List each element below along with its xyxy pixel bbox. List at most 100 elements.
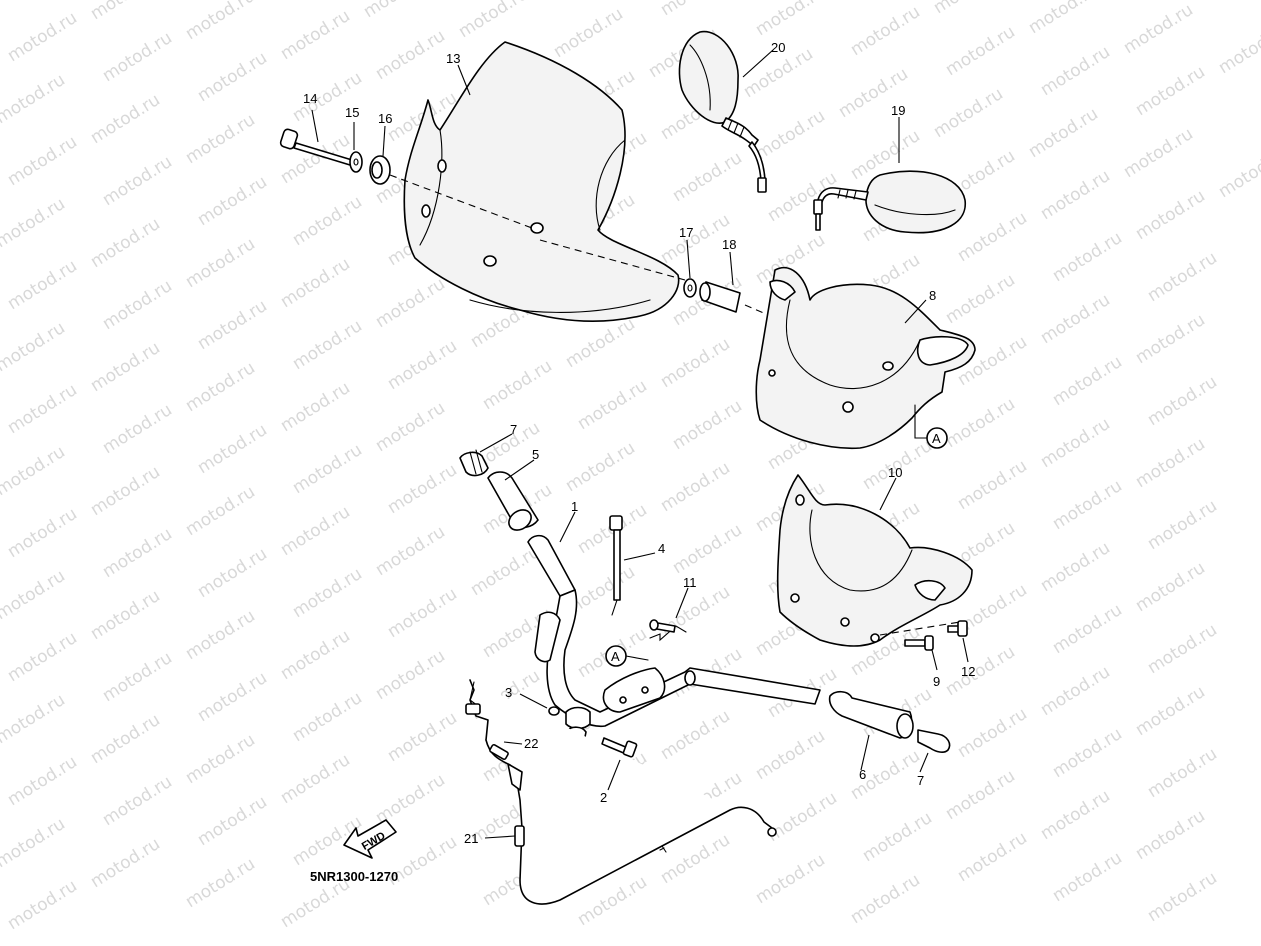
- watermark-text: motod.ru: [942, 22, 1019, 80]
- callout-3: 3: [505, 685, 512, 700]
- screw-9: [904, 635, 934, 651]
- cable-21: [465, 679, 777, 905]
- watermark-text: motod.ru: [1120, 0, 1197, 58]
- screen-side-axis: [539, 239, 686, 281]
- watermark-text: motod.ru: [752, 106, 829, 164]
- watermark-text: motod.ru: [1037, 166, 1114, 224]
- watermark-text: motod.ru: [1144, 868, 1221, 926]
- watermark-text: motod.ru: [847, 2, 924, 60]
- watermark-text: motod.ru: [752, 850, 829, 908]
- watermark-text: motod.ru: [277, 6, 354, 64]
- watermark-text: motod.ru: [87, 586, 164, 644]
- watermark-text: motod.ru: [99, 152, 176, 210]
- watermark-text: motod.ru: [1049, 228, 1126, 286]
- watermark-text: motod.ru: [99, 28, 176, 86]
- callout-16: 16: [378, 111, 392, 126]
- ref-marker-a-lower: A: [611, 649, 620, 664]
- watermark-text: motod.ru: [4, 504, 81, 562]
- watermark-text: motod.ru: [942, 270, 1019, 328]
- callout-2: 2: [600, 790, 607, 805]
- watermark-text: motod.ru: [1025, 104, 1102, 162]
- watermark-text: motod.ru: [1049, 476, 1126, 534]
- callout-22: 22: [524, 736, 538, 751]
- watermark-text: motod.ru: [669, 148, 746, 206]
- watermark-text: motod.ru: [194, 296, 271, 354]
- watermark-text: motod.ru: [1144, 744, 1221, 802]
- mirror-19: [813, 170, 966, 234]
- watermark-text: motod.ru: [372, 26, 449, 84]
- watermark-text: motod.ru: [4, 752, 81, 810]
- screen-bolt-axis: [389, 174, 533, 229]
- watermark-text: motod.ru: [87, 0, 164, 24]
- watermark-text: motod.ru: [1025, 0, 1102, 38]
- grip-5: [487, 471, 539, 531]
- watermark-text: motod.ru: [182, 358, 259, 416]
- watermark-text: motod.ru: [87, 338, 164, 396]
- watermark-text: motod.ru: [277, 502, 354, 560]
- washer-17: [683, 278, 697, 298]
- watermark-text: motod.ru: [4, 876, 81, 934]
- watermark-text: motod.ru: [1144, 620, 1221, 678]
- watermark-text: motod.ru: [384, 584, 461, 642]
- watermark-text: motod.ru: [182, 730, 259, 788]
- watermark-text: motod.ru: [1132, 62, 1209, 120]
- watermark-text: motod.ru: [87, 834, 164, 892]
- watermark-text: motod.ru: [194, 172, 271, 230]
- watermark-text: motod.ru: [277, 750, 354, 808]
- watermark-text: motod.ru: [1144, 372, 1221, 430]
- watermark-text: motod.ru: [372, 770, 449, 828]
- watermark-text: motod.ru: [0, 690, 69, 748]
- watermark-text: motod.ru: [1037, 538, 1114, 596]
- ref-marker-a-upper: A: [932, 431, 941, 446]
- callout-1: 1: [571, 499, 578, 514]
- callout-9: 9: [933, 674, 940, 689]
- throttle-grip-6: [828, 690, 914, 739]
- callout-6: 6: [859, 767, 866, 782]
- callout-17: 17: [679, 225, 693, 240]
- watermark-text: motod.ru: [182, 482, 259, 540]
- callout-7-left: 7: [510, 422, 517, 437]
- watermark-text: motod.ru: [942, 766, 1019, 824]
- watermark-text: motod.ru: [0, 442, 69, 500]
- callout-13: 13: [446, 51, 460, 66]
- callout-20: 20: [771, 40, 785, 55]
- watermark-text: motod.ru: [669, 520, 746, 578]
- watermark-text: motod.ru: [87, 90, 164, 148]
- watermark-text: motod.ru: [1037, 414, 1114, 472]
- callout-11: 11: [683, 575, 697, 590]
- watermark-text: motod.ru: [954, 208, 1031, 266]
- screw-12: [947, 620, 968, 637]
- mirror-20: [678, 30, 767, 193]
- watermark-text: motod.ru: [277, 378, 354, 436]
- watermark-text: motod.ru: [1037, 786, 1114, 844]
- watermark-text: motod.ru: [1037, 42, 1114, 100]
- callout-12: 12: [961, 664, 975, 679]
- watermark-text: motod.ru: [289, 192, 366, 250]
- bar-end-7-left: [459, 449, 489, 477]
- watermark-text: motod.ru: [384, 460, 461, 518]
- watermark-text: motod.ru: [455, 0, 532, 42]
- callout-8: 8: [929, 288, 936, 303]
- watermark-text: motod.ru: [182, 606, 259, 664]
- watermark-text: motod.ru: [1132, 434, 1209, 492]
- callout-7-right: 7: [917, 773, 924, 788]
- watermark-text: motod.ru: [289, 564, 366, 622]
- callout-labels: 1 2 3 4 5 6 7 7 8 9 10 11 12 13 14 15 16…: [303, 40, 975, 846]
- watermark-text: motod.ru: [87, 462, 164, 520]
- watermark-text: motod.ru: [1215, 144, 1261, 202]
- watermark-text: motod.ru: [182, 110, 259, 168]
- watermark-text: motod.ru: [930, 84, 1007, 142]
- callout-10: 10: [888, 465, 902, 480]
- watermark-text: motod.ru: [182, 234, 259, 292]
- watermark-text: motod.ru: [847, 870, 924, 928]
- watermark-text: motod.ru: [4, 132, 81, 190]
- watermark-text: motod.ru: [4, 628, 81, 686]
- watermark-text: motod.ru: [360, 0, 437, 22]
- watermark-text: motod.ru: [1215, 20, 1261, 78]
- watermark-text: motod.ru: [0, 194, 69, 252]
- lower-cover-10: [776, 474, 973, 647]
- handlebar-1: A: [527, 534, 821, 728]
- watermark-text: motod.ru: [1132, 310, 1209, 368]
- watermark-text: motod.ru: [1132, 558, 1209, 616]
